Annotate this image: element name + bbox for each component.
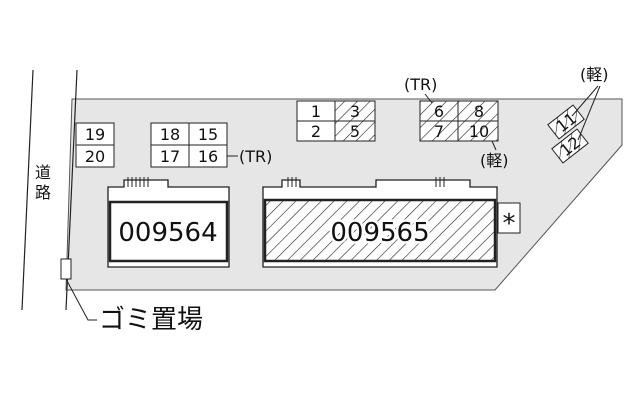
balcony-railing	[127, 177, 149, 187]
asterisk-box	[497, 202, 521, 234]
balcony-railing	[287, 177, 445, 187]
parking-number: 3	[350, 102, 360, 121]
parking-group-6-10: 6 8 7 10 (TR) (軽)	[404, 75, 509, 170]
parking-number: 2	[311, 122, 321, 141]
parking-number: 16	[198, 147, 218, 166]
parking-space-11	[547, 104, 585, 140]
parking-space-5	[334, 120, 376, 142]
parking-number: 8	[474, 102, 484, 121]
parking-number: 15	[198, 125, 218, 144]
parking-space-20	[75, 144, 115, 168]
kei-annotation: (軽)	[580, 65, 609, 84]
parking-number: 10	[469, 122, 489, 141]
parking-number: 18	[160, 125, 180, 144]
parking-number: 20	[85, 147, 105, 166]
parking-group-1-5: 1 3 2 5	[296, 100, 376, 142]
kei-leader	[577, 85, 601, 141]
road-edge-left	[21, 69, 34, 311]
road-label-2: 路	[35, 183, 51, 202]
building-009565: 009565 *	[262, 177, 521, 268]
garbage-leader	[65, 278, 97, 321]
building-label: 009565	[330, 218, 429, 248]
parking-number: 19	[85, 125, 105, 144]
asterisk-mark: *	[503, 209, 516, 239]
parking-space-10	[457, 120, 499, 142]
parking-number: 17	[160, 147, 180, 166]
building-009564: 009564	[107, 177, 230, 268]
parking-number: 1	[311, 102, 321, 121]
building-body	[108, 200, 229, 263]
garbage-area	[60, 258, 72, 280]
garbage-label: ゴミ置場	[99, 305, 203, 335]
building-body	[263, 198, 497, 263]
kei-annotation: (軽)	[480, 151, 509, 170]
parking-number: 7	[434, 122, 444, 141]
road-label-1: 道	[35, 163, 51, 182]
tr-leader	[424, 93, 433, 104]
parking-group-center: 18 15 17 16 (TR)	[150, 122, 272, 168]
building-label: 009564	[118, 218, 217, 248]
tr-annotation: (TR)	[404, 75, 437, 94]
kei-leader	[571, 85, 599, 117]
parking-group-left: 19 20	[75, 122, 115, 168]
parking-number: 6	[434, 102, 444, 121]
kei-leader	[491, 140, 497, 151]
parking-number: 5	[350, 122, 360, 141]
tr-annotation: (TR)	[239, 147, 272, 166]
